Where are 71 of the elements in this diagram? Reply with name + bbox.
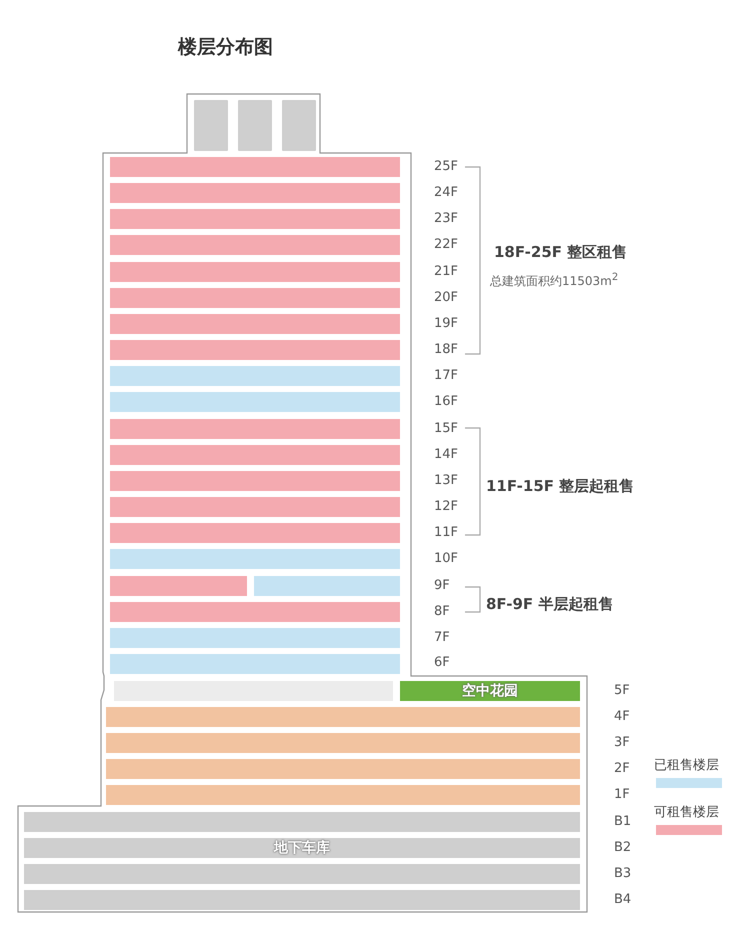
floor-bar (110, 183, 400, 204)
floor-bar (110, 497, 400, 518)
floor-number: 23F (434, 212, 458, 226)
range-note: 18F-25F 整区租售 (494, 243, 628, 261)
floor-number: B1 (614, 815, 632, 828)
floor-number: 20F (434, 290, 458, 304)
floor-number: 19F (434, 316, 458, 330)
range-note: 11F-15F 整层起租售 (486, 477, 634, 495)
floor-bar (106, 733, 580, 753)
floor-bar (110, 288, 400, 308)
floor-number: 17F (434, 369, 458, 382)
floor-number: 21F (434, 264, 458, 278)
floor-number: 18F (434, 343, 458, 356)
floor-bar (110, 523, 400, 544)
floor-bar (110, 262, 400, 282)
floor-number: 25F (434, 160, 458, 173)
floor-bar (110, 366, 400, 386)
floor-bar (24, 864, 580, 884)
floor-number: 2F (614, 762, 630, 775)
floor-number: 24F (434, 186, 458, 200)
floor-number: B4 (614, 893, 632, 906)
floor-bar (400, 681, 580, 701)
floor-number: 1F (614, 788, 630, 801)
floor-bar (254, 576, 400, 596)
floor-bar (110, 235, 400, 256)
floor-number: 3F (614, 736, 630, 749)
floor-number: 9F (434, 578, 450, 592)
floor-bar (110, 340, 400, 360)
floor-number: 15F (434, 422, 458, 435)
floor-bar (24, 812, 580, 832)
floor-number: 7F (434, 630, 450, 644)
floor-bar (106, 759, 580, 779)
floor-bar (110, 602, 400, 622)
floor-bar (106, 785, 580, 805)
range-note: 8F-9F 半层起租售 (486, 595, 614, 613)
floor-bar (110, 209, 400, 230)
floor-number: 11F (434, 526, 458, 540)
floor-bar (106, 707, 580, 727)
floor-bar (24, 838, 580, 858)
floor-bar (110, 157, 400, 177)
floor-bar (110, 314, 400, 334)
floor-name: 地下车库 (274, 841, 330, 855)
floor-bar (24, 890, 580, 910)
floor-bar (110, 418, 400, 439)
floor-bar (110, 549, 400, 570)
legend-label: 可租售楼层 (654, 804, 719, 821)
floor-number: 5F (614, 684, 630, 697)
floor-number: 22F (434, 238, 458, 252)
floor-bar (110, 444, 400, 465)
diagram-title: 楼层分布图 (178, 35, 273, 60)
roof-window (194, 100, 228, 151)
floor-number: 13F (434, 474, 458, 487)
floor-bar (110, 392, 400, 412)
roof-window (238, 100, 272, 151)
roof-window (282, 100, 316, 151)
floor-bar (110, 628, 400, 648)
floor-bar (110, 576, 247, 596)
floor-number: 6F (434, 656, 450, 669)
floor-bar (110, 470, 400, 491)
area-note: 总建筑面积约11503m$^{2}$ (490, 272, 618, 288)
floor-number: 16F (434, 395, 458, 408)
floor-number: 14F (434, 448, 458, 461)
floor-number: B2 (614, 841, 632, 854)
floor-number: 4F (614, 710, 630, 723)
floor-number: B3 (614, 867, 632, 880)
floor-number: 12F (434, 500, 458, 514)
floor-number: 10F (434, 552, 458, 566)
floor-number: 8F (434, 604, 450, 618)
floor-name: 空中花园 (462, 684, 518, 698)
legend-label: 已租售楼层 (654, 757, 719, 774)
floor-bar (110, 654, 400, 674)
